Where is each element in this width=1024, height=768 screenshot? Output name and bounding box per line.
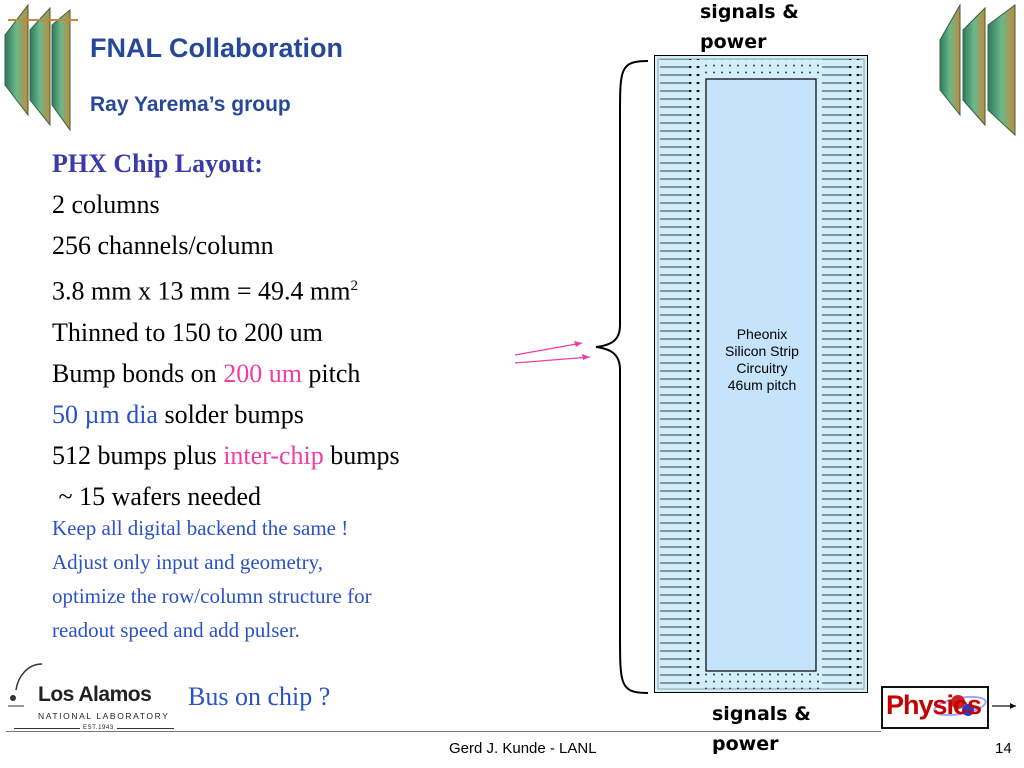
physics-orbit-icon — [933, 695, 1016, 717]
spec-line-channels: 256 channels/column — [52, 231, 274, 260]
spec-line-size: 3.8 mm x 13 mm = 49.4 mm2 — [52, 276, 359, 306]
note-line: Keep all digital backend the same ! — [52, 516, 349, 540]
lanl-logo-sub: NATIONAL LABORATORY — [38, 711, 170, 721]
detector-fan-left-icon — [4, 3, 78, 132]
note-line: optimize the row/column structure for — [52, 584, 372, 608]
spec-line-bump-pitch: Bump bonds on 200 um pitch — [52, 358, 361, 388]
pointer-arrows-icon — [514, 341, 591, 364]
slide-title: FNAL Collaboration — [90, 33, 343, 63]
footer-divider — [6, 731, 881, 732]
slide-subtitle: Ray Yarema’s group — [90, 93, 291, 116]
spec-line-bumps: 512 bumps plus inter-chip bumps — [52, 440, 400, 470]
spec-heading: PHX Chip Layout: — [52, 149, 263, 178]
spec-line-thinned: Thinned to 150 to 200 um — [52, 317, 323, 347]
note-line: Adjust only input and geometry, — [52, 550, 324, 574]
lanl-logo-est: EST.1943 — [80, 725, 117, 731]
spec-line-wafers: ~ 15 wafers needed — [52, 481, 261, 511]
physics-logo-text: Physics — [886, 690, 982, 720]
page-number: 14 — [995, 740, 1012, 757]
signals-power-top-label: signals & power — [700, 1, 799, 53]
spec-line-columns: 2 columns — [52, 190, 160, 219]
note-line: readout speed and add pulser. — [52, 618, 300, 642]
bus-question: Bus on chip ? — [188, 682, 331, 711]
chip-label: Pheonix Silicon Strip Circuitry 46um pit… — [725, 326, 799, 393]
footer-author: Gerd J. Kunde - LANL — [449, 740, 597, 757]
lanl-logo-name: Los Alamos — [38, 683, 152, 706]
curly-brace-icon — [595, 60, 649, 694]
signals-power-bottom-label: signals & power — [712, 703, 811, 755]
lanl-logo-icon — [8, 663, 43, 707]
detector-fan-right-icon — [939, 3, 1016, 137]
notes-block: Keep all digital backend the same ! Adju… — [52, 511, 372, 647]
chip-spec-list: PHX Chip Layout: 2 columns 256 channels/… — [52, 143, 400, 517]
spec-line-solder: 50 µm dia solder bumps — [52, 399, 304, 429]
chip-diagram — [654, 55, 868, 693]
